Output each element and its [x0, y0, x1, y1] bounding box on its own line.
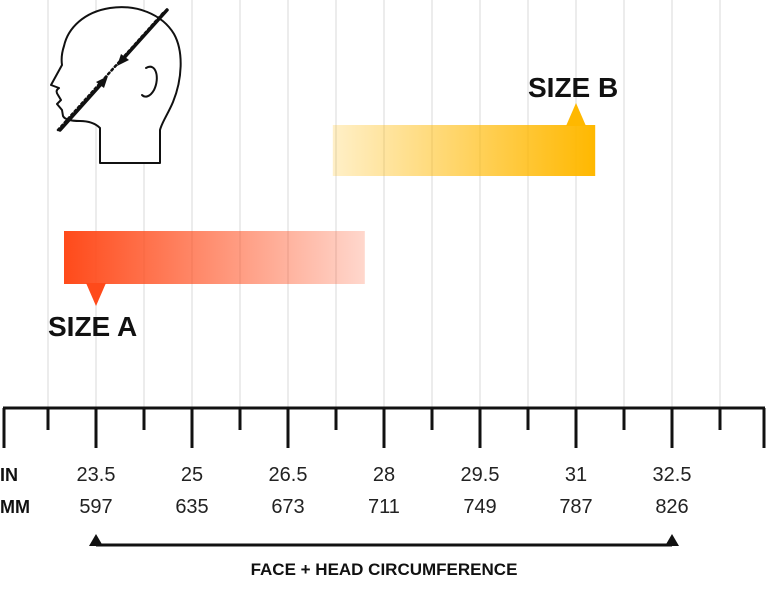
x-axis-caption: FACE + HEAD CIRCUMFERENCE	[251, 560, 518, 579]
tick-label-mm: 635	[175, 496, 208, 518]
size-a-label: SIZE A	[48, 311, 137, 342]
tick-label-in: 28	[373, 464, 395, 486]
head-measure-icon	[50, 6, 182, 164]
caption-bracket	[89, 534, 679, 547]
row-label-mm: MM	[0, 497, 30, 517]
row-label-in: IN	[0, 465, 18, 485]
tick-label-mm: 826	[655, 496, 688, 518]
tick-label-mm: 787	[559, 496, 592, 518]
tick-label-in: 31	[565, 464, 587, 486]
tick-label-in: 32.5	[653, 464, 692, 486]
measurement-axis: 23.5 597 25 635 26.5 673 28 711 29.5 749 31 787 32.5…	[2, 406, 766, 518]
row-labels: IN MM	[0, 465, 30, 517]
grid-lines	[47, 0, 721, 408]
tick-label-in: 23.5	[77, 464, 116, 486]
tick-label-mm: 749	[463, 496, 496, 518]
size-bars: SIZE B SIZE A	[48, 72, 618, 342]
size-b-label: SIZE B	[528, 72, 618, 103]
size-a-bar	[64, 231, 365, 284]
size-a-pointer	[86, 283, 106, 306]
tick-label-in: 25	[181, 464, 203, 486]
tick-label-mm: 673	[271, 496, 304, 518]
size-b-bar	[332, 125, 596, 176]
caption-left-marker	[89, 534, 103, 546]
tick-label-mm: 711	[368, 496, 400, 518]
tick-label-mm: 597	[79, 496, 112, 518]
size-b-pointer	[566, 103, 586, 126]
caption-right-marker	[665, 534, 679, 546]
tick-label-in: 26.5	[269, 464, 308, 486]
tick-label-in: 29.5	[461, 464, 500, 486]
